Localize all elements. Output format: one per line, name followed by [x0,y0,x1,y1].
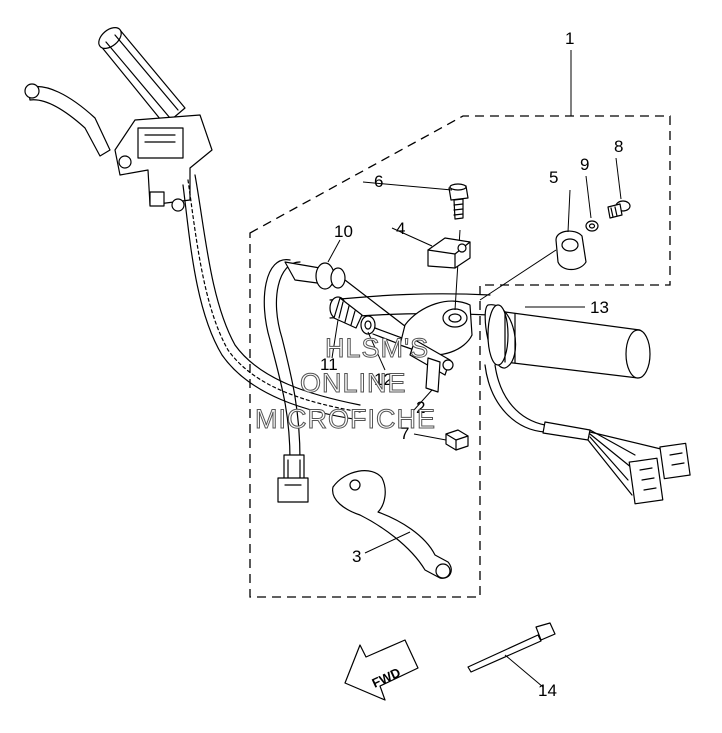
part-13-right-grip [484,304,691,505]
callout-14: 14 [538,681,557,700]
callout-11: 11 [320,355,338,374]
part-5-clamp [479,230,587,301]
callout-7: 7 [400,424,409,443]
callout-12: 12 [374,370,393,389]
watermark-line-2: ONLINE [300,368,407,398]
part-3-lever [332,470,452,579]
watermark-line-1: HLSM'S [325,333,429,363]
part-7-nut [445,429,469,451]
callout-1: 1 [565,29,574,48]
forward-arrow: FWD [344,639,419,701]
left-handlebar-assembly [24,27,361,421]
callout-4: 4 [396,219,405,238]
callout-2: 2 [416,398,425,417]
part-11-12-adjuster [329,296,441,359]
part-6-bolt [448,183,469,220]
part-14-cable-tie [467,622,556,673]
callout-10: 10 [334,222,353,241]
callout-8: 8 [614,137,623,156]
callout-3: 3 [352,547,361,566]
part-9-washer [585,220,599,232]
assembly-boundary [249,115,671,598]
callout-13: 13 [590,298,609,317]
callout-9: 9 [580,155,589,174]
part-8-screw [607,200,631,219]
part-2-lever-holder [399,229,473,393]
leader-lines [327,50,622,688]
part-4-bracket [427,237,471,269]
callout-5: 5 [549,168,558,187]
callout-6: 6 [374,172,383,191]
watermark: HLSM'S ONLINE MICROFICHE [255,333,436,435]
watermark-line-3: MICROFICHE [255,404,436,434]
callouts: 1 2 3 4 5 6 7 8 9 10 11 12 13 14 [320,29,623,700]
part-10-switch [263,259,411,503]
